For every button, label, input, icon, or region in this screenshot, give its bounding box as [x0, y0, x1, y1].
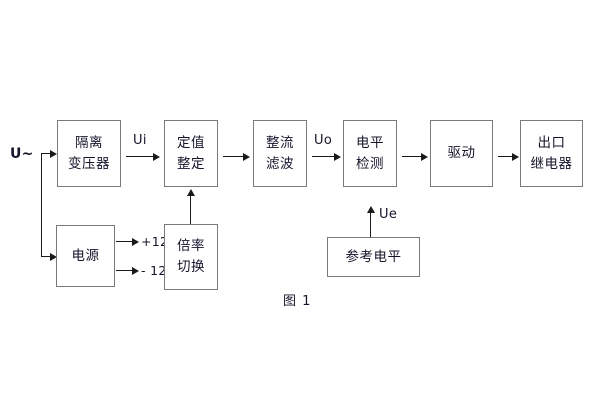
block-setpoint-adjust-line-1: 定值: [177, 134, 205, 151]
arrowhead-uo: [334, 152, 341, 161]
signal-label-ue: Ue: [379, 207, 398, 222]
wire-input-split-vertical: [41, 153, 43, 257]
block-isolation-transformer-line-2: 变压器: [68, 155, 110, 172]
arrowhead-setpoint-to-rectify: [243, 152, 250, 161]
signal-label-uo: Uo: [314, 133, 333, 148]
arrowhead-multiplier-to-setpoint: [186, 189, 195, 196]
block-power-supply[interactable]: 电源: [56, 225, 115, 287]
arrowhead-to-power-supply: [50, 252, 57, 261]
block-reference-level[interactable]: 参考电平: [327, 237, 420, 277]
arrowhead-ue: [366, 206, 375, 213]
block-drive-line-1: 驱动: [447, 145, 476, 162]
wire-to-power-supply: [41, 256, 51, 258]
block-multiplier-switch-line-2: 切换: [177, 259, 205, 275]
wire-rail-positive: [116, 241, 134, 243]
block-setpoint-adjust[interactable]: 定值 整定: [164, 120, 218, 187]
wire-setpoint-to-rectify: [223, 156, 245, 158]
block-level-detect-line-2: 检测: [356, 155, 384, 172]
wire-ui: [126, 156, 154, 158]
input-label-u: U~: [10, 146, 34, 162]
wire-to-isolation-transformer: [41, 153, 51, 155]
block-level-detect[interactable]: 电平 检测: [343, 120, 397, 187]
signal-label-ui: Ui: [133, 133, 147, 148]
wire-ue: [370, 212, 372, 237]
arrowhead-to-isolation-transformer: [50, 149, 57, 158]
arrowhead-drive-to-relay: [512, 152, 519, 161]
block-reference-level-line-1: 参考电平: [345, 248, 402, 265]
block-isolation-transformer[interactable]: 隔离 变压器: [57, 120, 121, 187]
block-multiplier-switch[interactable]: 倍率 切换: [164, 224, 218, 290]
wire-uo: [312, 156, 336, 158]
block-output-relay-line-1: 出口: [537, 134, 566, 151]
arrowhead-rail-positive: [132, 237, 139, 246]
wire-multiplier-to-setpoint: [190, 195, 192, 224]
figure-caption: 图 1: [283, 294, 312, 309]
block-isolation-transformer-line-1: 隔离: [75, 134, 103, 151]
block-output-relay[interactable]: 出口 继电器: [520, 120, 583, 187]
block-rectify-filter[interactable]: 整流 滤波: [253, 120, 307, 187]
block-output-relay-line-2: 继电器: [530, 155, 573, 172]
wire-level-to-drive: [402, 156, 424, 158]
wire-drive-to-relay: [498, 156, 518, 158]
wire-rail-negative: [116, 270, 134, 272]
block-rectify-filter-line-2: 滤波: [266, 155, 294, 172]
arrowhead-level-to-drive: [421, 152, 428, 161]
block-multiplier-switch-line-1: 倍率: [177, 238, 205, 255]
block-power-supply-line-1: 电源: [71, 247, 100, 264]
block-drive[interactable]: 驱动: [430, 120, 493, 187]
block-rectify-filter-line-1: 整流: [266, 134, 294, 151]
block-setpoint-adjust-line-2: 整定: [177, 155, 205, 172]
arrowhead-ui: [153, 152, 160, 161]
block-level-detect-line-1: 电平: [356, 134, 384, 151]
arrowhead-rail-negative: [132, 266, 139, 275]
